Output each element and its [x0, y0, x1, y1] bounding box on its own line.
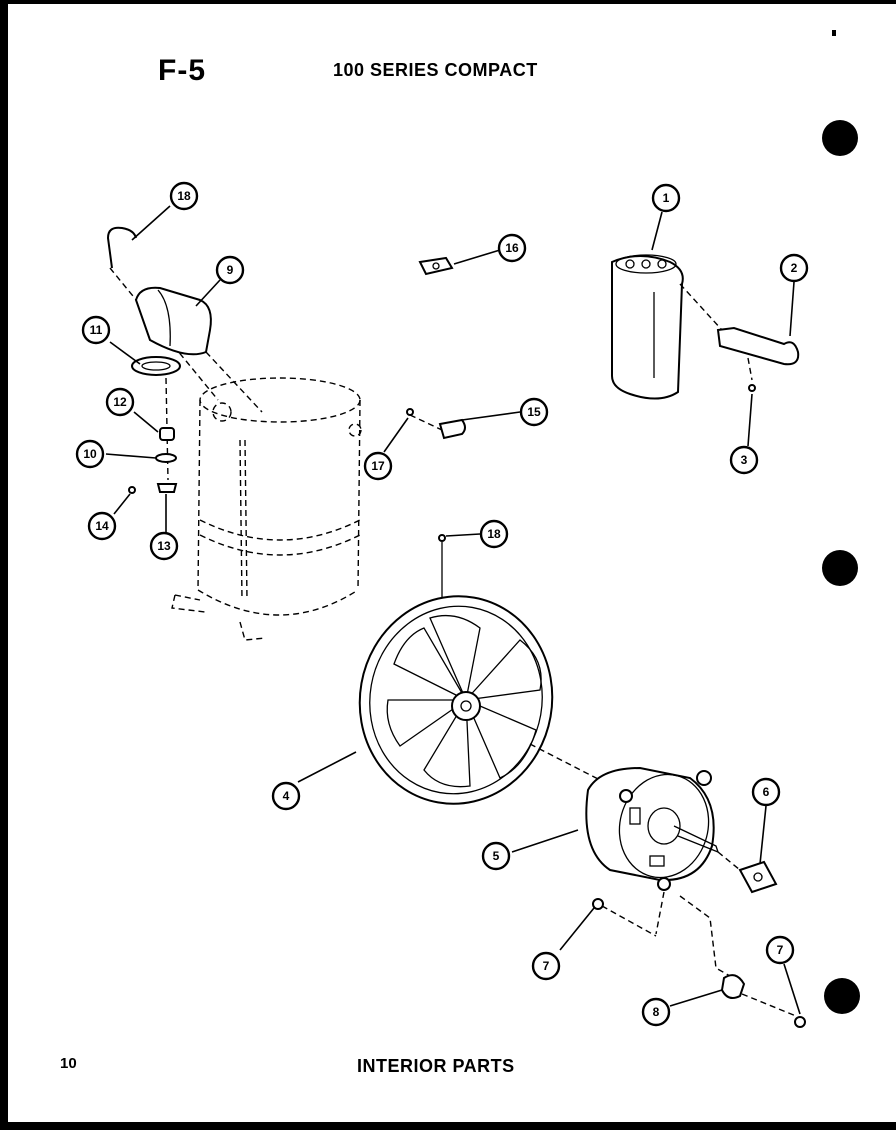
- part-3-screw: [748, 384, 756, 392]
- callout-7-right: 7: [765, 935, 795, 965]
- series-title: 100 SERIES COMPACT: [333, 60, 538, 80]
- callout-14: 15: [519, 397, 549, 427]
- callout-18-hook: 18: [169, 181, 199, 211]
- svg-text:7: 7: [543, 959, 550, 973]
- callout-2: 2: [779, 253, 809, 283]
- part-15-screw: [128, 486, 136, 494]
- binder-hole-bottom: [824, 978, 860, 1014]
- svg-text:6: 6: [763, 785, 770, 799]
- leader-lines: [105, 205, 801, 1015]
- svg-text:18: 18: [177, 189, 191, 203]
- svg-text:5: 5: [493, 849, 500, 863]
- callout-7-left: 7: [531, 951, 561, 981]
- part-2-bracket: [716, 326, 800, 366]
- svg-text:17: 17: [371, 459, 385, 473]
- svg-text:16: 16: [505, 241, 519, 255]
- svg-text:14: 14: [95, 519, 109, 533]
- svg-text:1: 1: [663, 191, 670, 205]
- part-14-clamp: [438, 418, 466, 440]
- part-1-capacitor: [611, 254, 684, 400]
- part-18-setscrew: [438, 534, 446, 542]
- part-10-washer: [155, 453, 177, 463]
- svg-text:12: 12: [113, 395, 127, 409]
- part-9-cover: [134, 286, 212, 356]
- callout-1: 1: [651, 183, 681, 213]
- svg-text:8: 8: [653, 1005, 660, 1019]
- callout-10: 10: [75, 439, 105, 469]
- binder-hole-top: [822, 120, 858, 156]
- scan-edge-bottom: [0, 1122, 896, 1130]
- callout-3: 3: [729, 445, 759, 475]
- callout-5: 5: [481, 841, 511, 871]
- callout-4: 4: [271, 781, 301, 811]
- compressor-outline: [171, 377, 362, 641]
- callout-9: 9: [215, 255, 245, 285]
- svg-text:9: 9: [227, 263, 234, 277]
- part-5-fan-motor: [585, 766, 720, 891]
- part-4-fan-blade: [358, 595, 554, 805]
- svg-text:18: 18: [487, 527, 501, 541]
- callout-15: 14: [87, 511, 117, 541]
- binder-hole-middle: [822, 550, 858, 586]
- part-12-grommet: [159, 427, 175, 441]
- callout-17: 17: [363, 451, 393, 481]
- callout-11: 11: [81, 315, 111, 345]
- scan-edge-top: [0, 0, 896, 4]
- part-7-nut-left: [592, 898, 604, 910]
- part-11-gasket: [131, 356, 181, 376]
- callout-13: 13: [149, 531, 179, 561]
- part-6-plate: [738, 860, 778, 894]
- scan-speck: [832, 30, 836, 36]
- callout-12: 12: [105, 387, 135, 417]
- part-7-nut-right: [794, 1016, 806, 1028]
- scan-edge-left: [0, 0, 8, 1130]
- svg-text:7: 7: [777, 943, 784, 957]
- callout-6: 6: [751, 777, 781, 807]
- callout-18-setscrew: 18: [479, 519, 509, 549]
- figure-code: F-5: [158, 54, 206, 87]
- svg-text:15: 15: [527, 405, 541, 419]
- page-number: 10: [60, 1055, 77, 1072]
- svg-text:10: 10: [83, 447, 97, 461]
- part-17-screw: [406, 408, 414, 416]
- callout-16: 16: [497, 233, 527, 263]
- svg-text:3: 3: [741, 453, 748, 467]
- callout-8: 8: [641, 997, 671, 1027]
- part-8-mount: [720, 974, 746, 999]
- svg-text:13: 13: [157, 539, 171, 553]
- part-18-hook: [106, 226, 137, 269]
- part-16-clip: [418, 256, 454, 276]
- section-title: INTERIOR PARTS: [357, 1056, 515, 1076]
- svg-text:2: 2: [791, 261, 798, 275]
- svg-text:4: 4: [283, 789, 290, 803]
- svg-text:11: 11: [90, 323, 103, 337]
- part-13-sleeve: [156, 483, 178, 493]
